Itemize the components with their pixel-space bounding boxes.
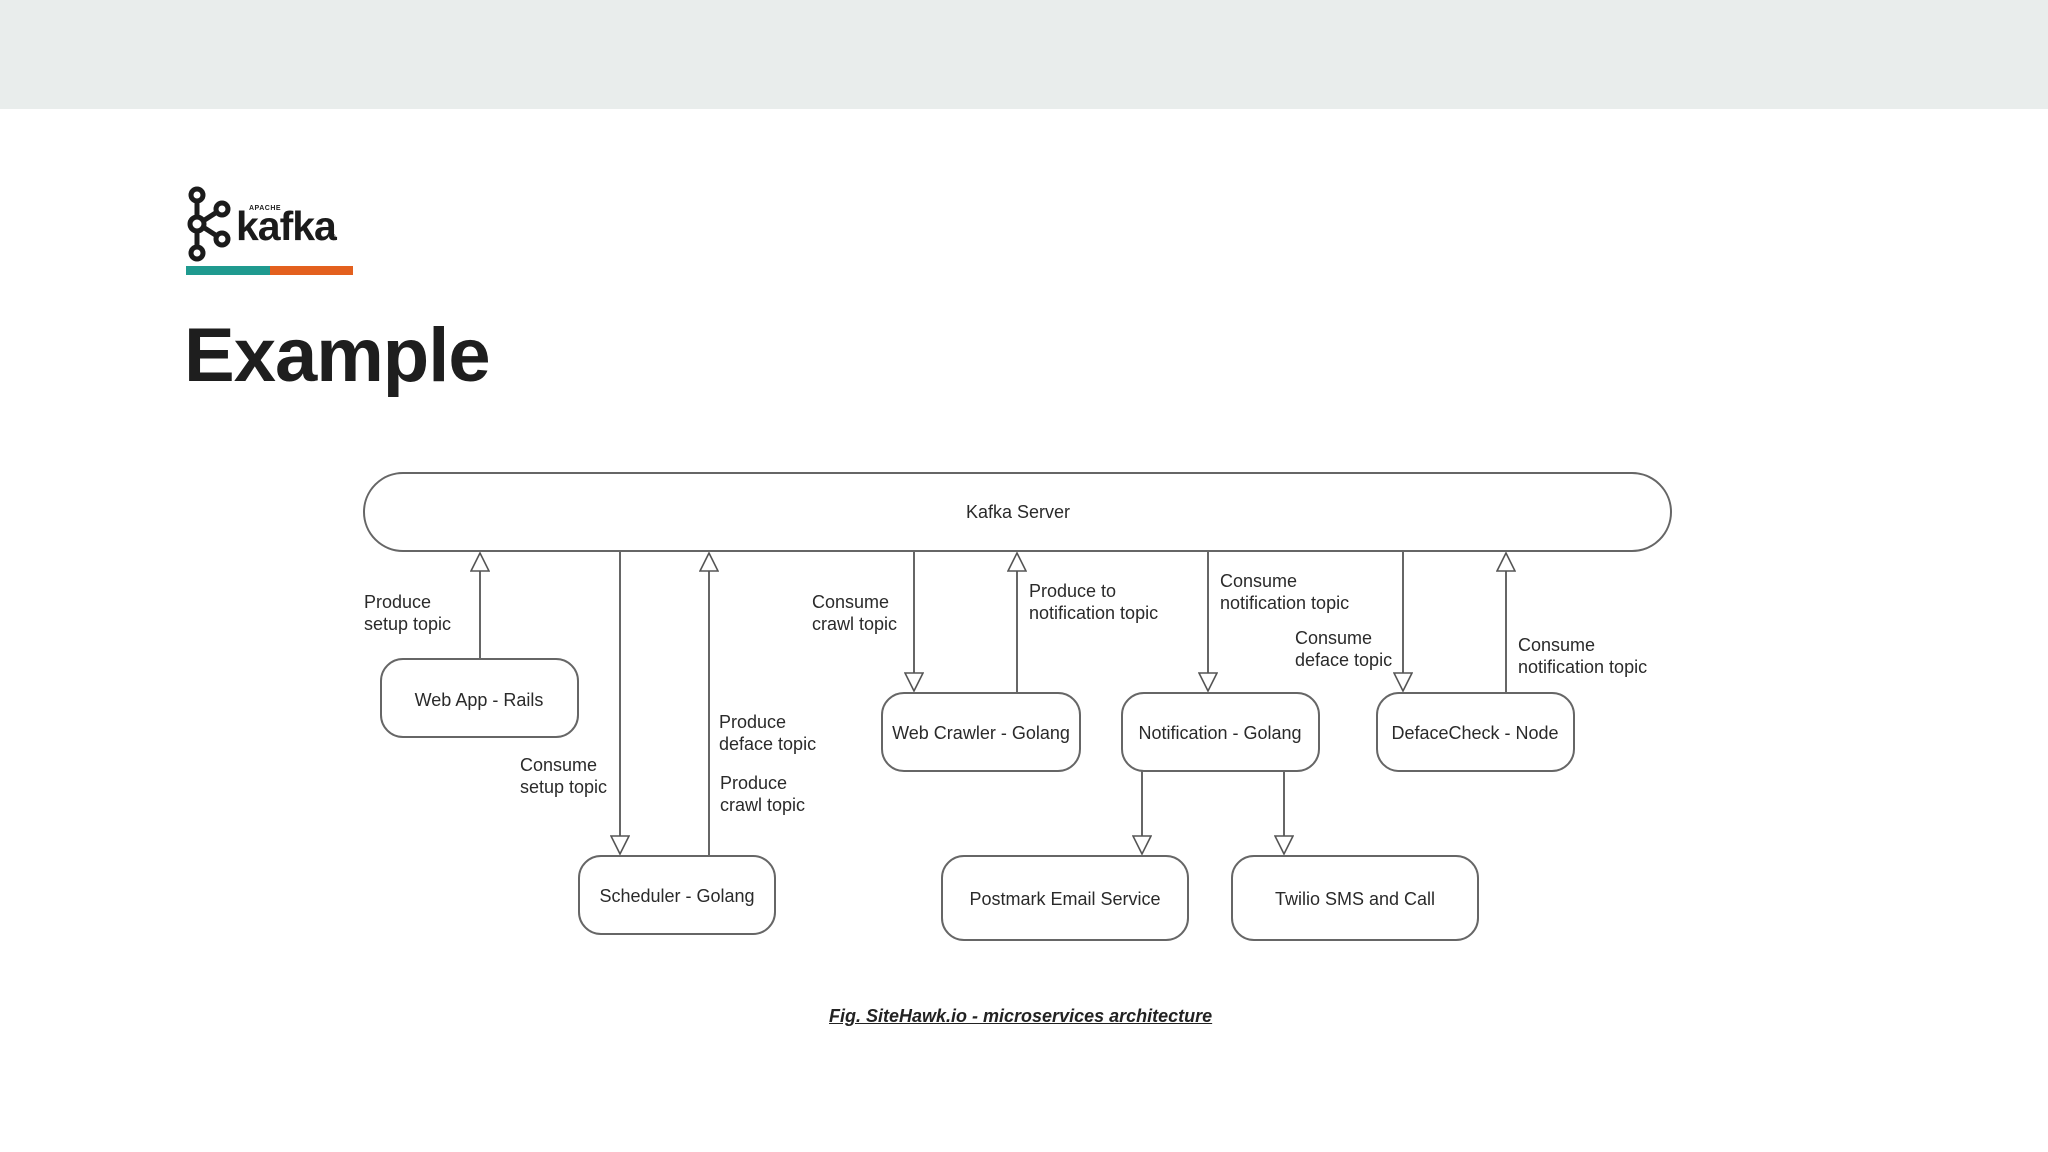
label-produce-notification-line-1: Produce to — [1029, 581, 1116, 601]
label-consume-crawl-line-2: crawl topic — [812, 614, 897, 634]
logo-underline-teal — [186, 266, 270, 275]
label-consume-notification-2-line-1: Consume — [1518, 635, 1595, 655]
scheduler-label: Scheduler - Golang — [599, 886, 754, 906]
label-produce-deface: Produce deface topic — [719, 712, 816, 754]
notification-label: Notification - Golang — [1138, 723, 1301, 743]
label-produce-setup: Produce setup topic — [364, 592, 451, 634]
label-consume-setup-line-2: setup topic — [520, 777, 607, 797]
kafka-logo-icon — [187, 186, 231, 262]
label-consume-setup-line-1: Consume — [520, 755, 597, 775]
scheduler-node: Scheduler - Golang — [578, 855, 776, 935]
label-consume-notification-1-line-2: notification topic — [1220, 593, 1349, 613]
label-produce-crawl-line-2: crawl topic — [720, 795, 805, 815]
label-consume-crawl: Consume crawl topic — [812, 592, 897, 634]
deface-check-label: DefaceCheck - Node — [1391, 723, 1558, 743]
label-consume-notification-2-line-2: notification topic — [1518, 657, 1647, 677]
label-consume-deface-line-2: deface topic — [1295, 650, 1392, 670]
top-band — [0, 0, 2048, 109]
label-produce-setup-line-1: Produce — [364, 592, 431, 612]
label-consume-notification-2: Consume notification topic — [1518, 635, 1647, 677]
web-app-label: Web App - Rails — [415, 690, 544, 710]
label-consume-crawl-line-1: Consume — [812, 592, 889, 612]
label-produce-crawl-line-1: Produce — [720, 773, 787, 793]
label-produce-notification-line-2: notification topic — [1029, 603, 1158, 623]
notification-node: Notification - Golang — [1121, 692, 1320, 772]
slide-title: Example — [184, 313, 491, 398]
deface-check-node: DefaceCheck - Node — [1376, 692, 1575, 772]
label-consume-deface-line-1: Consume — [1295, 628, 1372, 648]
web-crawler-node: Web Crawler - Golang — [881, 692, 1081, 772]
label-produce-deface-line-1: Produce — [719, 712, 786, 732]
label-produce-setup-line-2: setup topic — [364, 614, 451, 634]
kafka-server-node: Kafka Server — [363, 472, 1672, 552]
label-produce-notification: Produce to notification topic — [1029, 581, 1158, 623]
web-app-node: Web App - Rails — [380, 658, 579, 738]
twilio-label: Twilio SMS and Call — [1275, 889, 1435, 909]
twilio-node: Twilio SMS and Call — [1231, 855, 1479, 941]
label-consume-notification-1-line-1: Consume — [1220, 571, 1297, 591]
label-produce-deface-line-2: deface topic — [719, 734, 816, 754]
web-crawler-label: Web Crawler - Golang — [892, 723, 1070, 743]
logo-underline-orange — [270, 266, 353, 275]
logo-apache-text: APACHE — [249, 205, 282, 212]
kafka-logo: APACHE kafka ® — [186, 186, 366, 276]
label-produce-crawl: Produce crawl topic — [720, 773, 805, 815]
figure-caption: Fig. SiteHawk.io - microservices archite… — [829, 1006, 1213, 1026]
kafka-server-label: Kafka Server — [966, 502, 1070, 522]
label-consume-setup: Consume setup topic — [520, 755, 607, 797]
label-consume-notification-1: Consume notification topic — [1220, 571, 1349, 613]
logo-registered-mark: ® — [329, 232, 336, 242]
logo-wordmark: kafka — [236, 203, 337, 249]
postmark-node: Postmark Email Service — [941, 855, 1189, 941]
postmark-label: Postmark Email Service — [969, 889, 1160, 909]
label-consume-deface: Consume deface topic — [1295, 628, 1392, 670]
